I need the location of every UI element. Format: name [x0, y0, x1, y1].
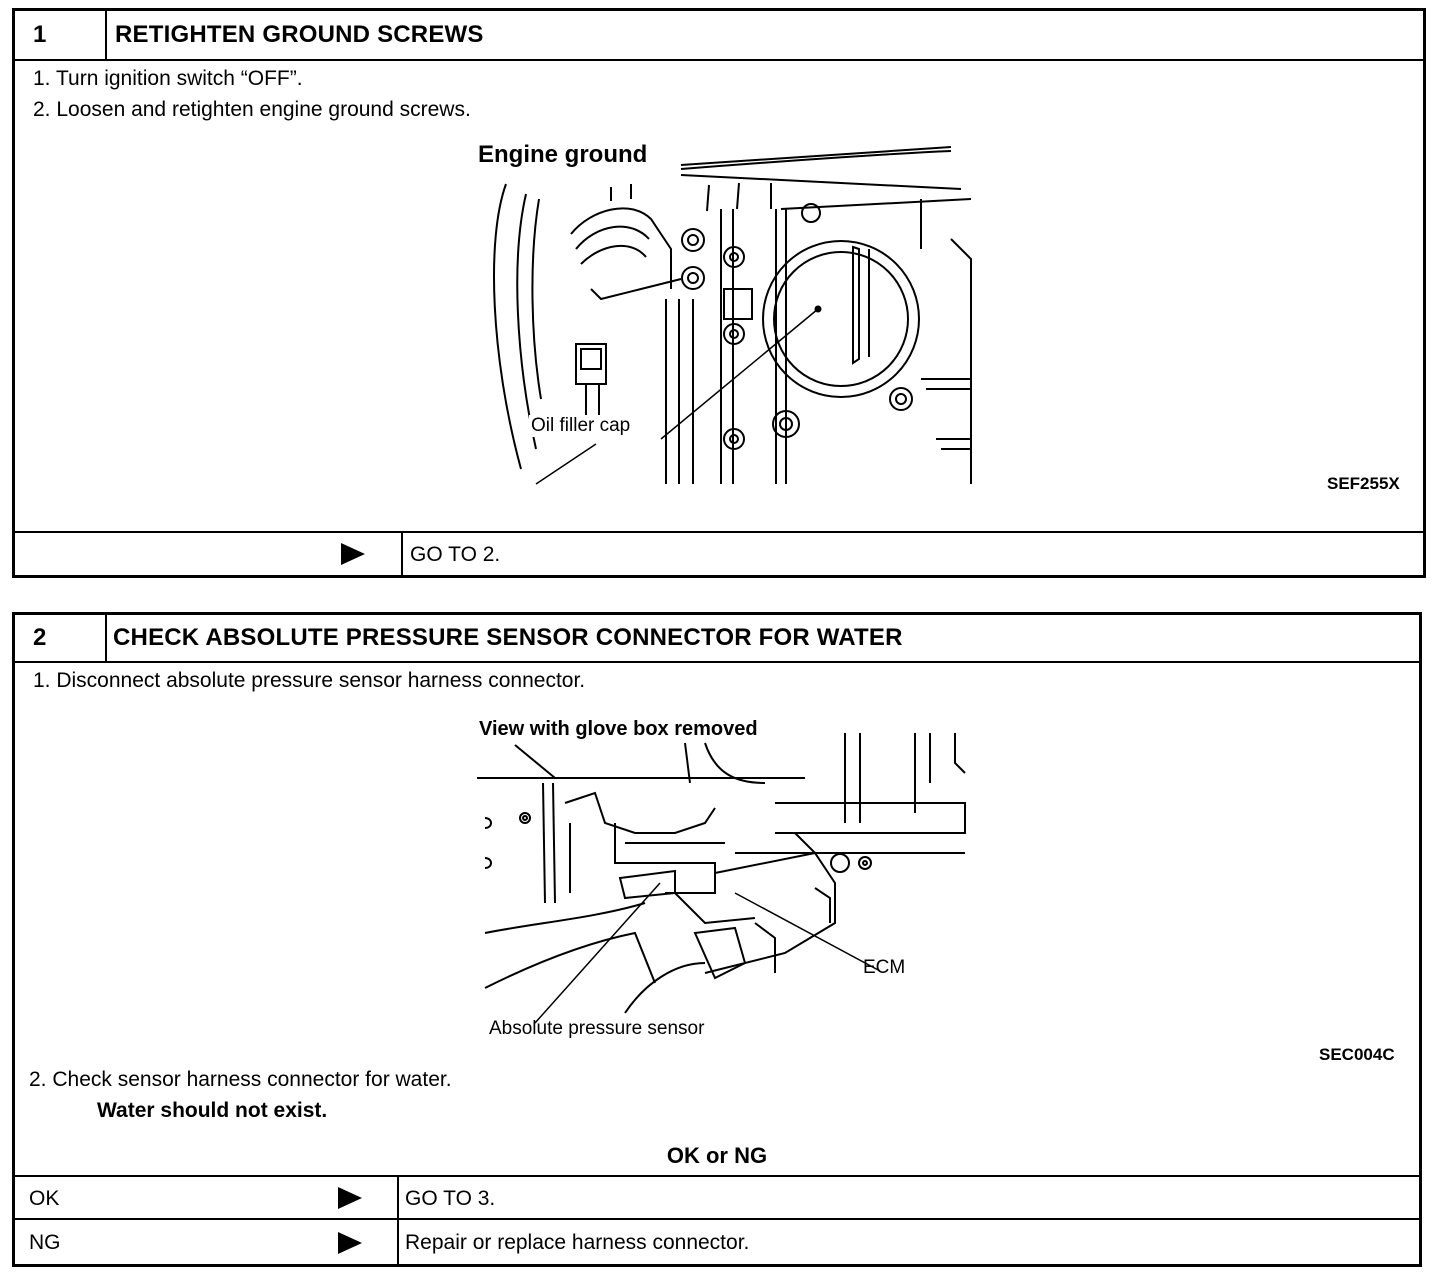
instruction-2: 2. Loosen and retighten engine ground sc…: [33, 98, 471, 121]
arrow-icon: [341, 543, 365, 565]
step-number: 1: [15, 11, 107, 59]
glove-box-illustration: [477, 733, 966, 1024]
figure-code: SEC004C: [1319, 1045, 1395, 1064]
result-condition-cell: OK: [15, 1177, 399, 1220]
result-action: GO TO 3.: [405, 1186, 496, 1210]
figure-label-view: View with glove box removed: [479, 718, 758, 740]
step-1-header: 1 RETIGHTEN GROUND SCREWS: [15, 11, 1423, 61]
result-action: GO TO 2.: [410, 543, 501, 566]
step-title: RETIGHTEN GROUND SCREWS: [115, 21, 484, 48]
result-label: NG: [29, 1231, 61, 1254]
result-condition-cell: NG: [15, 1220, 399, 1266]
step-number: 2: [15, 615, 107, 661]
instruction-1: 1. Turn ignition switch “OFF”.: [33, 67, 303, 90]
figure-label-engine-ground: Engine ground: [478, 141, 648, 168]
figure-label-absolute-pressure-sensor: Absolute pressure sensor: [489, 1018, 705, 1039]
result-row-ok: OK GO TO 3.: [15, 1175, 1419, 1220]
engine-ground-illustration: [493, 146, 972, 485]
result-row: GO TO 2.: [15, 531, 1423, 577]
arrow-icon: [338, 1232, 362, 1254]
instruction-1: 1. Disconnect absolute pressure sensor h…: [33, 669, 586, 692]
instruction-2: 2. Check sensor harness connector for wa…: [29, 1068, 452, 1091]
step-title: CHECK ABSOLUTE PRESSURE SENSOR CONNECTOR…: [113, 624, 903, 651]
expected-result: Water should not exist.: [97, 1099, 328, 1122]
result-row-ng: NG Repair or replace harness connector.: [15, 1218, 1419, 1266]
result-action: Repair or replace harness connector.: [405, 1231, 750, 1254]
figure-code: SEF255X: [1327, 474, 1400, 493]
step-2-header: 2 CHECK ABSOLUTE PRESSURE SENSOR CONNECT…: [15, 615, 1419, 663]
judgement-label: OK or NG: [666, 1143, 768, 1168]
figure-label-oil-filler-cap: Oil filler cap: [529, 415, 633, 437]
result-condition-cell: [15, 533, 403, 577]
arrow-icon: [338, 1187, 362, 1209]
result-label: OK: [29, 1186, 60, 1210]
figure-label-ecm: ECM: [863, 957, 906, 978]
step-2-table: 2 CHECK ABSOLUTE PRESSURE SENSOR CONNECT…: [12, 612, 1422, 1267]
step-1-table: 1 RETIGHTEN GROUND SCREWS 1. Turn igniti…: [12, 8, 1426, 578]
